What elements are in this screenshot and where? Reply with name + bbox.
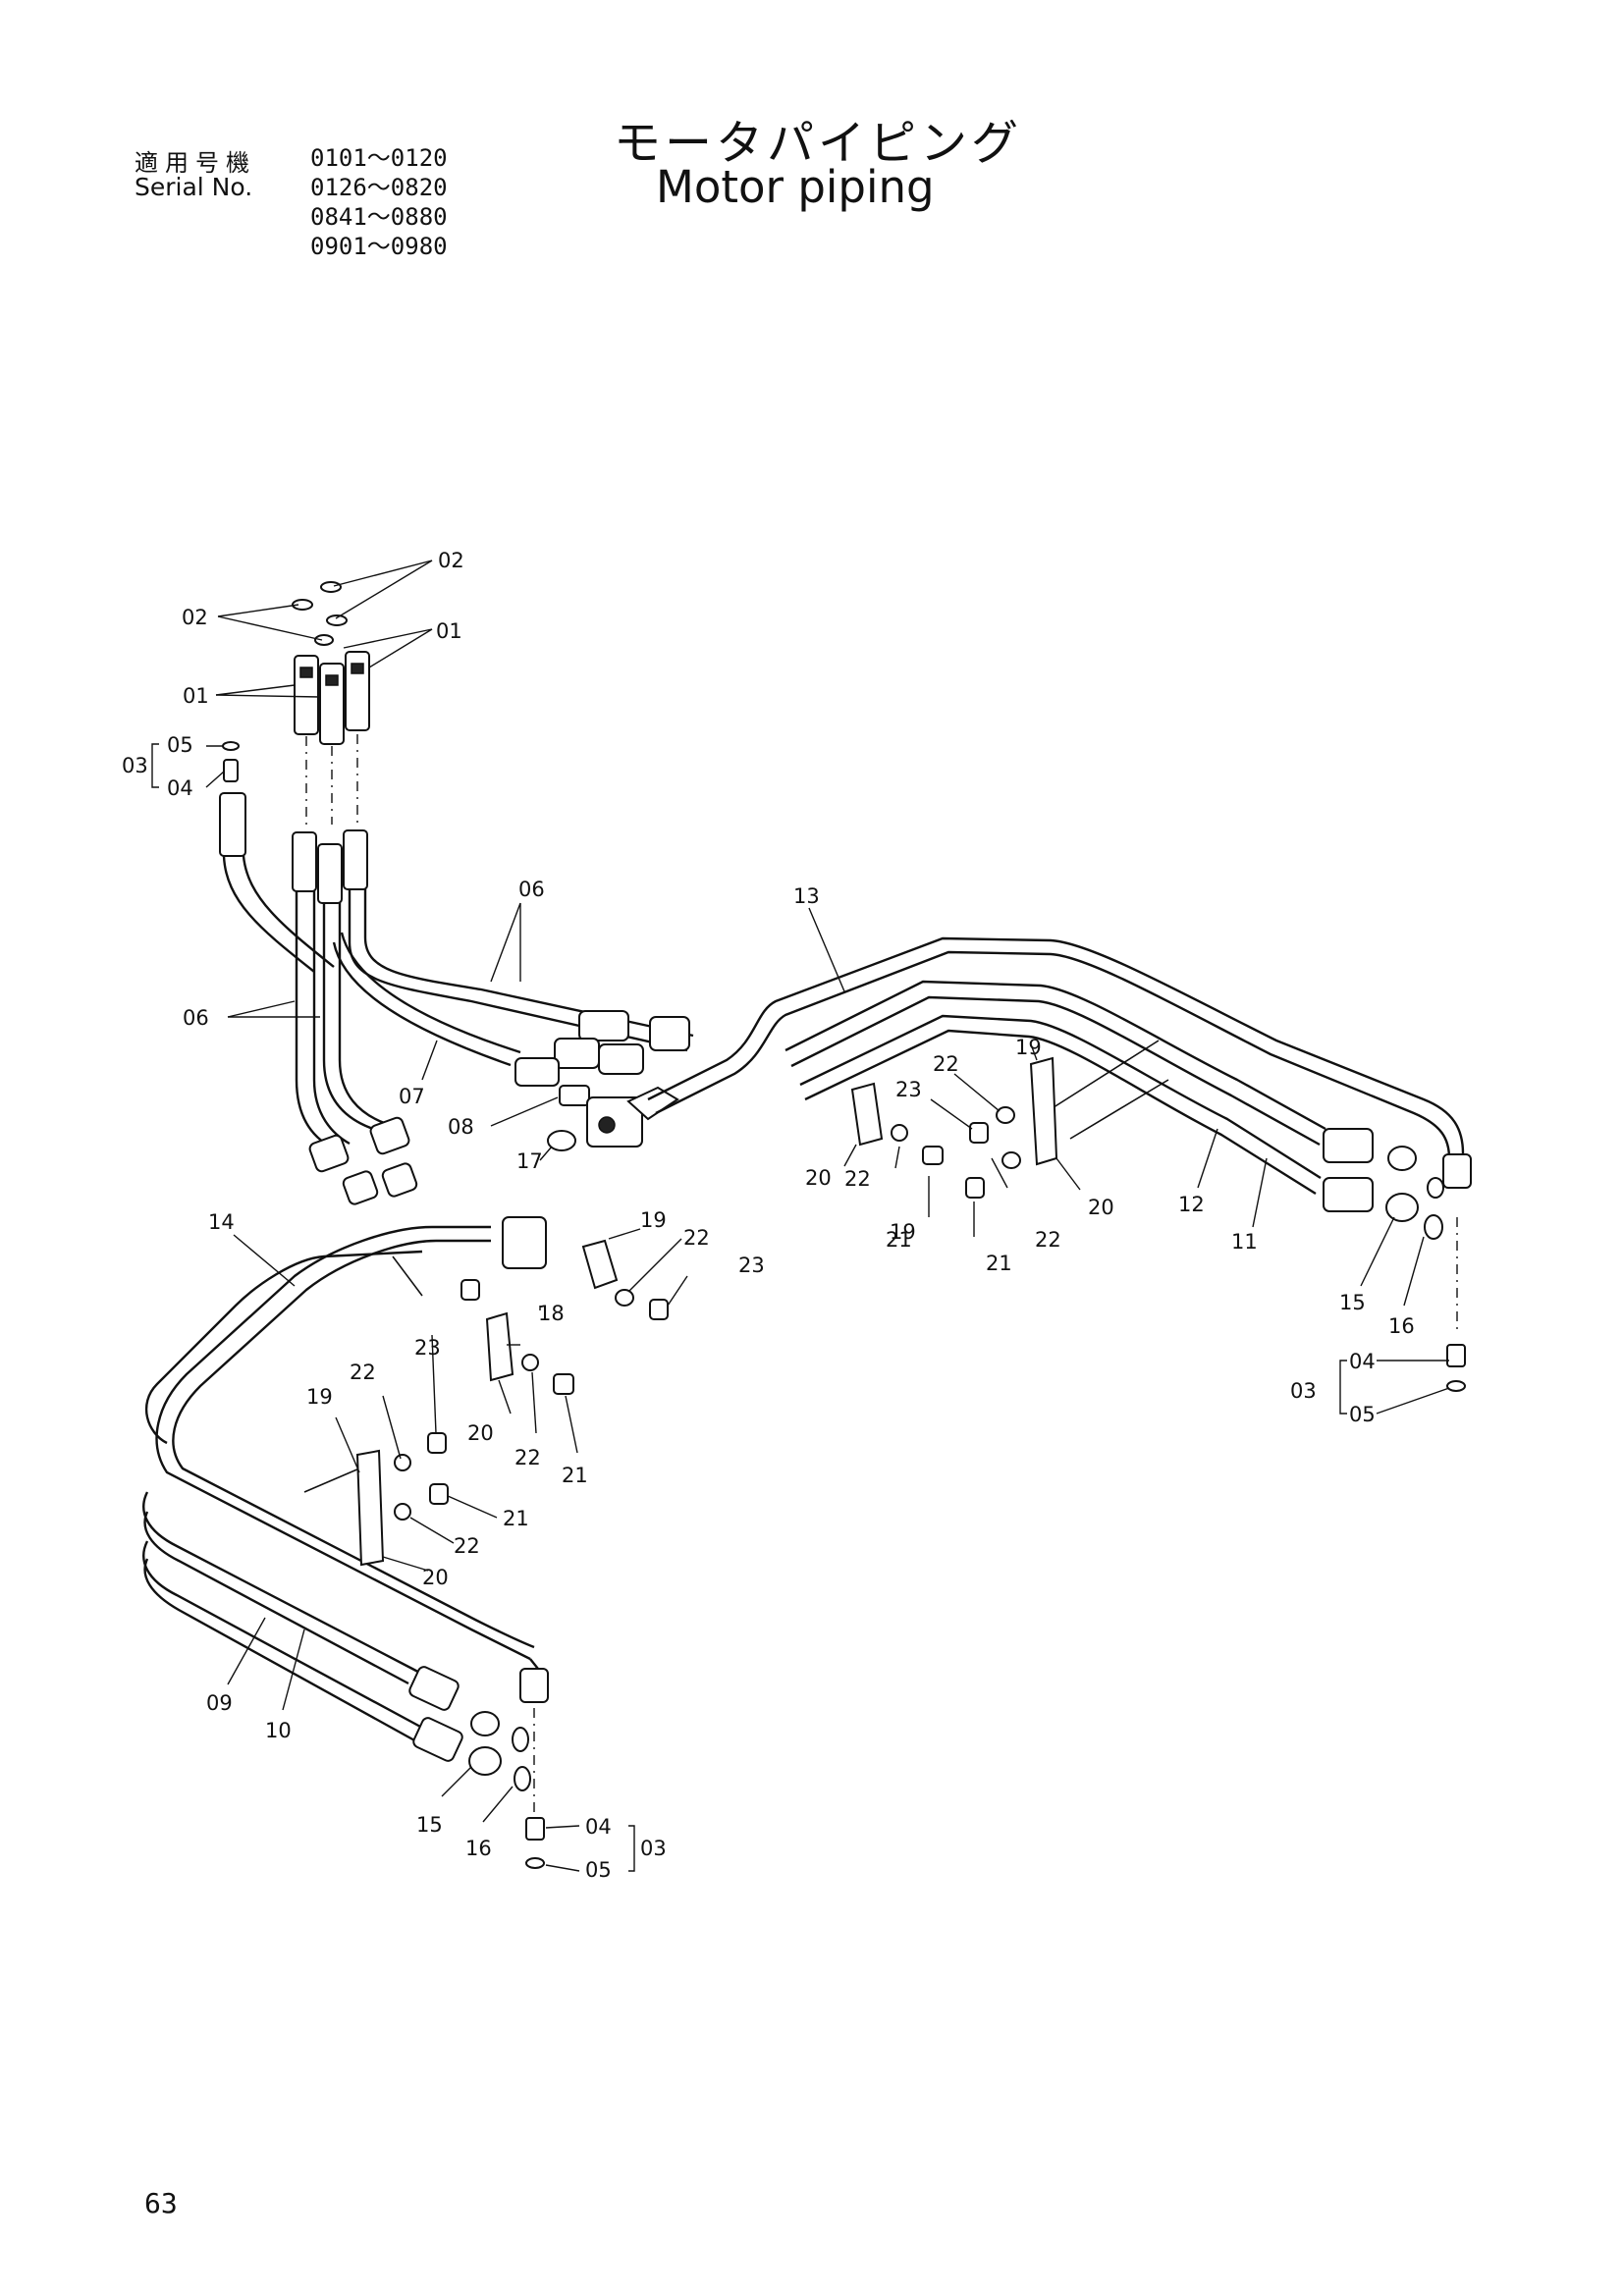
callout-label: 22	[514, 1446, 541, 1469]
callout-label: 19	[640, 1208, 667, 1232]
callout-label: 03	[1290, 1379, 1317, 1403]
serial-range: 0126～0820	[310, 174, 448, 201]
serial-range: 0841～0880	[310, 203, 448, 231]
callout-label: 18	[538, 1302, 565, 1325]
callout-label: 20	[1088, 1196, 1114, 1219]
callout-label: 16	[1388, 1314, 1415, 1338]
callout-label: 19	[1015, 1036, 1042, 1059]
callout-label: 02	[182, 606, 208, 629]
callout-labels: 01 01 02 02 03 04 05 06 06 07 08 13 17 1…	[122, 549, 1415, 1882]
title-en: Motor piping	[656, 161, 935, 213]
callout-label: 20	[805, 1166, 832, 1190]
callout-label: 14	[208, 1210, 235, 1234]
callout-label: 23	[414, 1336, 441, 1360]
swivel-fittings-group	[222, 581, 370, 825]
callout-label: 03	[122, 754, 148, 777]
callout-label: 08	[448, 1115, 474, 1139]
callout-label: 13	[793, 884, 820, 908]
callout-label: 03	[640, 1837, 667, 1860]
callout-label: 22	[1035, 1228, 1061, 1252]
callout-label: 05	[585, 1858, 612, 1882]
callout-label: 07	[399, 1085, 425, 1108]
callout-label: 20	[467, 1421, 494, 1445]
callout-label: 19	[306, 1385, 333, 1409]
callout-label: 01	[183, 684, 209, 708]
callout-label: 17	[516, 1149, 543, 1173]
callout-label: 09	[206, 1691, 233, 1715]
callout-label: 23	[895, 1078, 922, 1101]
callout-label: 05	[1349, 1403, 1376, 1426]
callout-label: 06	[518, 878, 545, 901]
callout-label: 22	[933, 1052, 959, 1076]
callout-label: 16	[465, 1837, 492, 1860]
callout-label: 15	[1339, 1291, 1366, 1314]
callout-label: 21	[503, 1507, 529, 1530]
serial-range-list: 0101～0120 0126～0820 0841～0880 0901～0980	[310, 143, 448, 261]
steel-pipes-left	[142, 1225, 549, 1869]
callout-label: 21	[986, 1252, 1012, 1275]
serial-label-jp: 適用号機	[135, 149, 256, 177]
callout-label: 20	[422, 1566, 449, 1589]
callout-label: 11	[1231, 1230, 1258, 1254]
serial-range: 0101～0120	[310, 144, 448, 172]
clamps-right	[850, 1056, 1058, 1199]
callout-label: 23	[738, 1254, 765, 1277]
page-number: 63	[144, 2187, 178, 2219]
callout-label: 06	[183, 1006, 209, 1030]
callout-label: 22	[683, 1226, 710, 1250]
serial-label-en: Serial No.	[135, 173, 253, 201]
callout-label: 12	[1178, 1193, 1205, 1216]
hoses-06	[219, 792, 694, 1205]
callout-label: 22	[454, 1534, 480, 1558]
callout-label: 02	[438, 549, 464, 572]
callout-label: 22	[844, 1167, 871, 1191]
callout-label: 22	[350, 1361, 376, 1384]
callout-label: 21	[886, 1228, 912, 1252]
callout-label: 05	[167, 733, 193, 757]
callout-label: 04	[167, 776, 193, 800]
callout-label: 21	[562, 1464, 588, 1487]
callout-label: 10	[265, 1719, 292, 1742]
title-jp: モータパイピング	[614, 116, 1023, 171]
callout-label: 04	[1349, 1350, 1376, 1373]
steel-pipes-right	[647, 936, 1472, 1392]
clamps-left	[355, 1239, 669, 1567]
elbow-block	[502, 1086, 679, 1269]
leader-lines	[151, 560, 1450, 1872]
callout-label: 19	[890, 1220, 916, 1244]
serial-range: 0901～0980	[310, 233, 448, 260]
callout-label: 01	[436, 619, 462, 643]
callout-label: 04	[585, 1815, 612, 1839]
callout-label: 15	[416, 1813, 443, 1837]
